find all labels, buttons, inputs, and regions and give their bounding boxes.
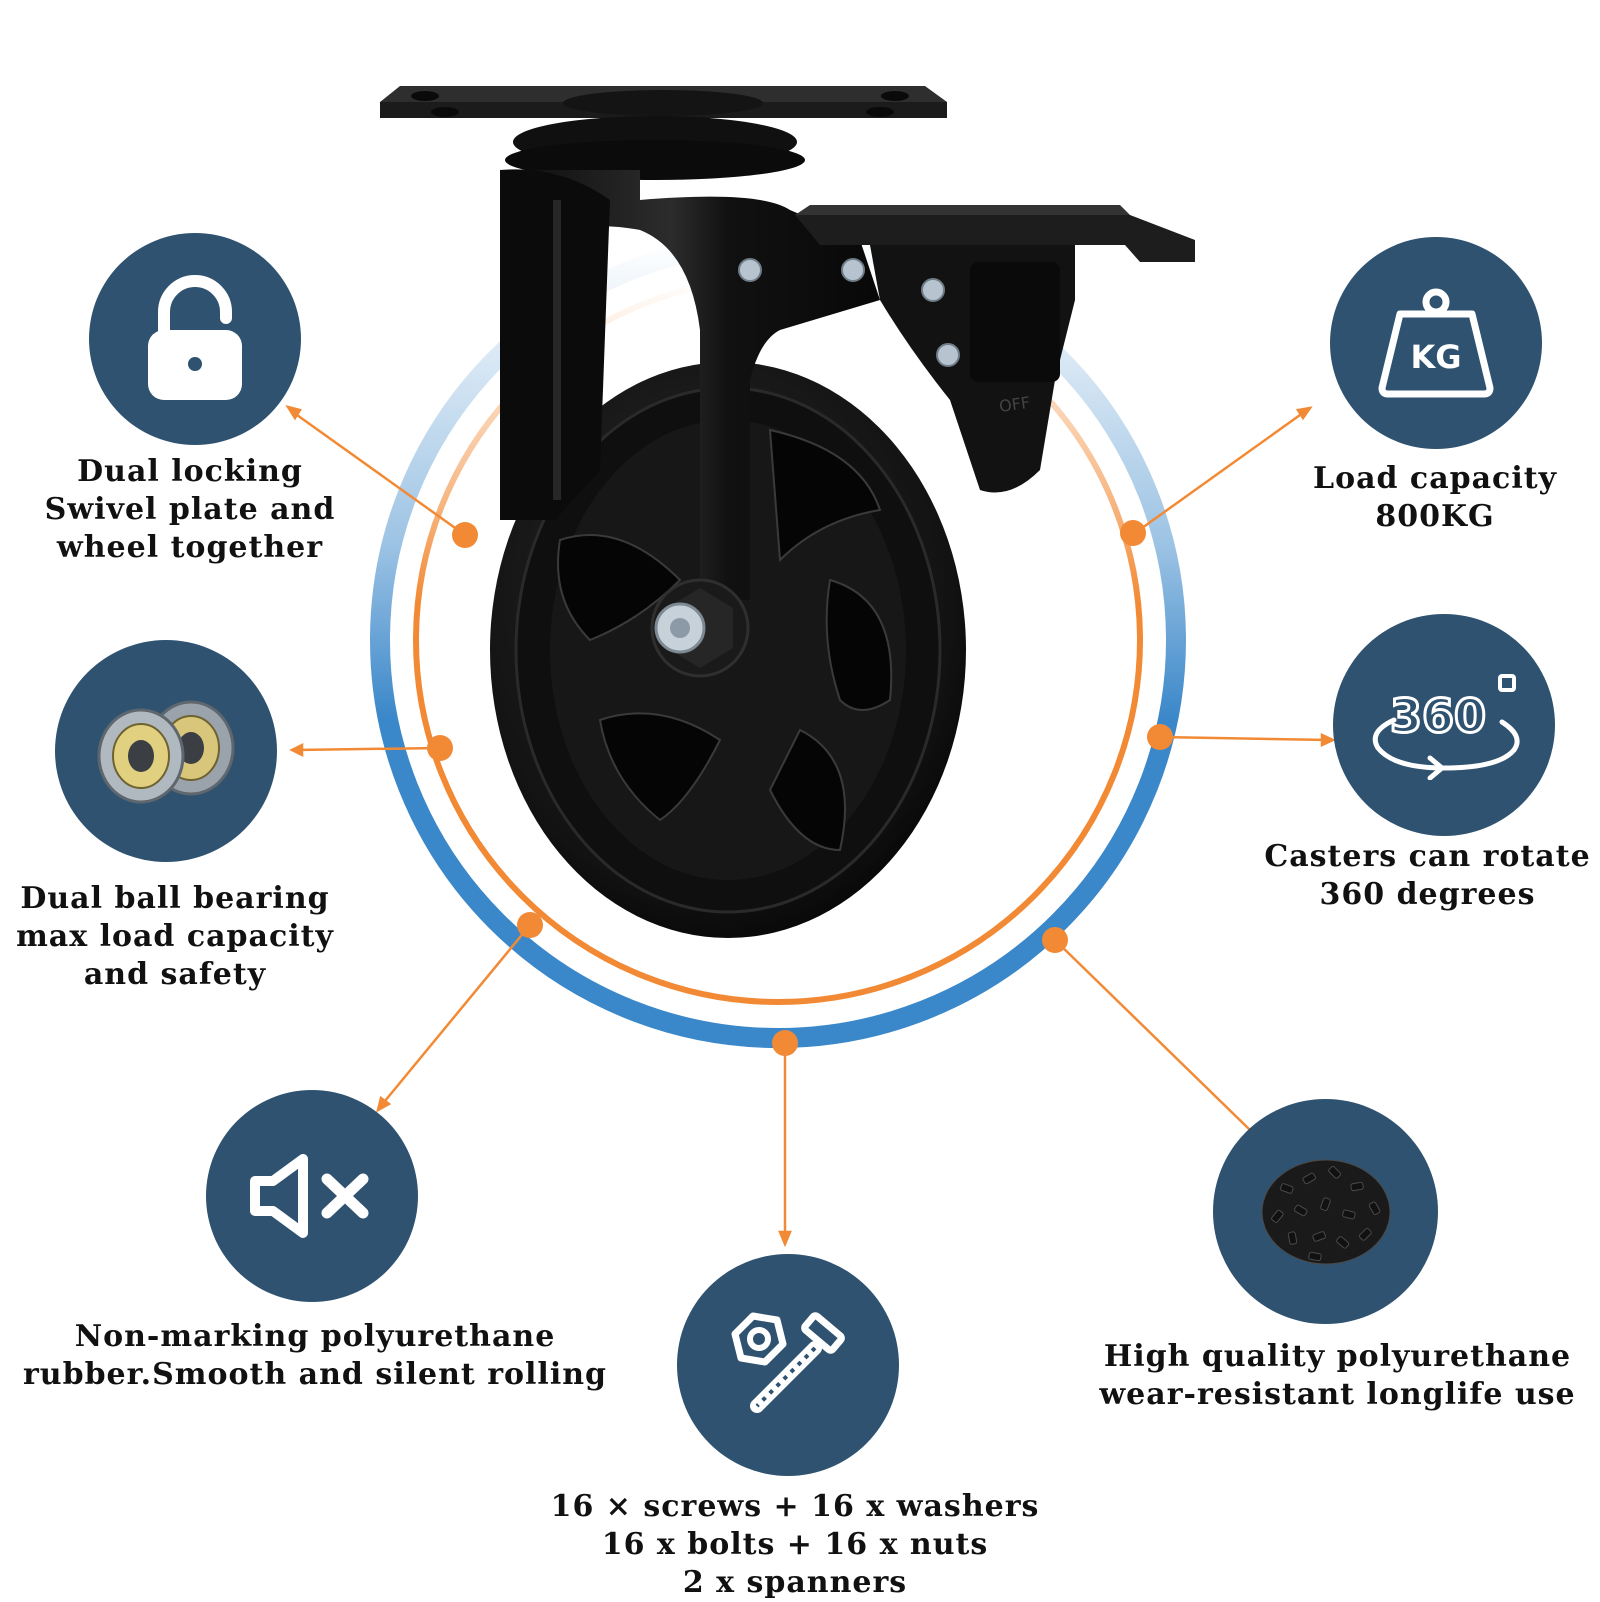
caption-rotate-360: Casters can rotate 360 degrees <box>1264 839 1591 912</box>
connector-lines <box>285 405 1337 1248</box>
caster-bolts <box>738 258 960 367</box>
caption-ball-bearing: Dual ball bearing max load capacity and … <box>16 881 334 992</box>
polyurethane-pellets-icon <box>1261 1159 1390 1264</box>
caster-top-plate <box>380 86 947 180</box>
caption-dual-locking: Dual locking Swivel plate and wheel toge… <box>44 454 336 565</box>
connector-nodes <box>427 520 1173 1056</box>
caster-axle <box>650 578 750 678</box>
badge-hardware-kit <box>677 1254 899 1476</box>
badge-load-capacity: KG <box>1330 237 1542 449</box>
badge-dual-locking <box>89 233 301 445</box>
kg-label: KG <box>1410 338 1461 376</box>
svg-text:OFF: OFF <box>998 393 1031 416</box>
caster-fork <box>500 169 880 600</box>
badge-ball-bearing <box>55 640 277 862</box>
caption-hardware-kit: 16 × screws + 16 x washers 16 x bolts + … <box>550 1489 1040 1600</box>
caster-wheel <box>490 362 966 938</box>
badge-silent-rolling <box>206 1090 418 1302</box>
caption-silent-rolling: Non-marking polyurethane rubber.Smooth a… <box>22 1319 608 1392</box>
kg-weight-icon: KG <box>1378 288 1494 398</box>
rotate-360-icon: 360 <box>1372 674 1520 780</box>
badge-rotate-360: 360 <box>1333 614 1555 836</box>
caption-polyurethane: High quality polyurethane wear-resistant… <box>1099 1339 1576 1412</box>
nut-and-bolt-icon <box>731 1312 845 1413</box>
caption-load-capacity: Load capacity 800KG <box>1312 461 1558 534</box>
badge-polyurethane <box>1213 1099 1438 1324</box>
unlocked-padlock-icon <box>148 275 242 400</box>
ball-bearings-icon <box>97 700 235 804</box>
mute-speaker-icon <box>250 1154 369 1238</box>
caster-brake: OFF <box>795 205 1195 493</box>
rotate-360-label: 360 <box>1390 689 1486 743</box>
